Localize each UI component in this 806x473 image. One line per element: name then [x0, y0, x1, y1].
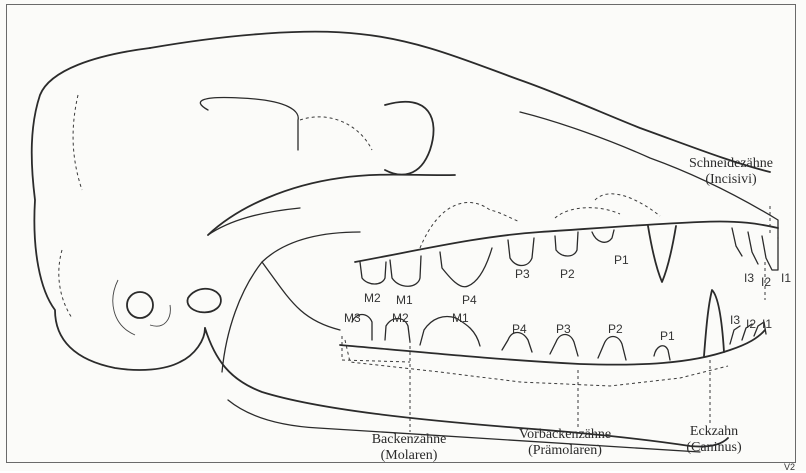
tooth-label-upper-p2: P2 — [560, 268, 575, 280]
zygomatic-arch — [208, 175, 455, 235]
coronoid-process — [222, 232, 360, 372]
tooth-label-upper-p1: P1 — [614, 254, 629, 266]
corner-mark: V2 — [784, 461, 795, 473]
tooth-label-upper-p3: P3 — [515, 268, 530, 280]
tooth-label-lower-p3: P3 — [556, 323, 571, 335]
tooth-label-lower-i2: I2 — [746, 318, 756, 330]
cranium-hatching — [59, 95, 82, 318]
molars-label-la: (Molaren) — [344, 448, 474, 464]
postorbital-process — [385, 102, 434, 175]
ear-canal — [127, 292, 153, 318]
tooth-label-upper-m1: M1 — [396, 294, 413, 306]
lower-molar-m1 — [420, 317, 480, 347]
tooth-label-upper-i2: I2 — [761, 276, 771, 288]
temporal-fossa-edge — [200, 98, 298, 151]
occipital-condyle — [188, 289, 221, 313]
mastoid-region — [113, 280, 170, 335]
tooth-label-lower-p2: P2 — [608, 323, 623, 335]
premolars-label-la: (Prämolaren) — [500, 443, 630, 459]
lower-premolar-p1 — [654, 346, 670, 360]
upper-premolar-p1 — [592, 230, 614, 242]
incisors-label-de: Schneidezähne — [676, 156, 786, 172]
orbit-rim — [300, 117, 372, 150]
lower-premolar-p2 — [598, 337, 626, 361]
tooth-label-upper-m2: M2 — [364, 292, 381, 304]
canine-label-de: Eckzahn — [664, 424, 764, 440]
lower-canine — [704, 290, 724, 356]
upper-incisors — [732, 228, 778, 270]
upper-premolar-p4 — [440, 248, 492, 287]
upper-canine — [648, 226, 676, 282]
molars-label: Backenzähne (Molaren) — [344, 432, 474, 464]
upper-premolar-p2 — [555, 232, 578, 256]
tooth-label-lower-i1: I1 — [762, 318, 772, 330]
lower-jaw-line — [340, 330, 765, 365]
incisors-label: Schneidezähne (Incisivi) — [676, 156, 786, 188]
molars-label-de: Backenzähne — [344, 432, 474, 448]
tooth-label-lower-i3: I3 — [730, 314, 740, 326]
canine-label-la: (Caninus) — [664, 440, 764, 456]
mandible-inner — [262, 262, 340, 330]
tooth-label-upper-i1: I1 — [781, 272, 791, 284]
tooth-label-lower-m2: M2 — [392, 312, 409, 324]
mandible-ramus — [205, 328, 728, 447]
canine-label: Eckzahn (Caninus) — [664, 424, 764, 456]
lower-premolar-p3 — [550, 335, 578, 357]
upper-premolar-p3 — [508, 238, 534, 266]
tooth-label-lower-p1: P1 — [660, 330, 675, 342]
tooth-label-lower-m1: M1 — [452, 312, 469, 324]
tooth-label-upper-i3: I3 — [744, 272, 754, 284]
premolars-label: Vorbackenzähne (Prämolaren) — [500, 427, 630, 459]
premolars-label-de: Vorbackenzähne — [500, 427, 630, 443]
upper-molar-m1 — [390, 256, 421, 286]
incisors-label-la: (Incisivi) — [676, 172, 786, 188]
tooth-label-lower-p4: P4 — [512, 323, 527, 335]
zygomatic-arch-lower — [208, 208, 300, 235]
skull-roof-outline — [150, 32, 770, 172]
tooth-label-lower-m3: M3 — [344, 312, 361, 324]
upper-molar-m2 — [360, 262, 386, 284]
tooth-label-upper-p4: P4 — [462, 294, 477, 306]
upper-roots-outline — [420, 194, 660, 248]
